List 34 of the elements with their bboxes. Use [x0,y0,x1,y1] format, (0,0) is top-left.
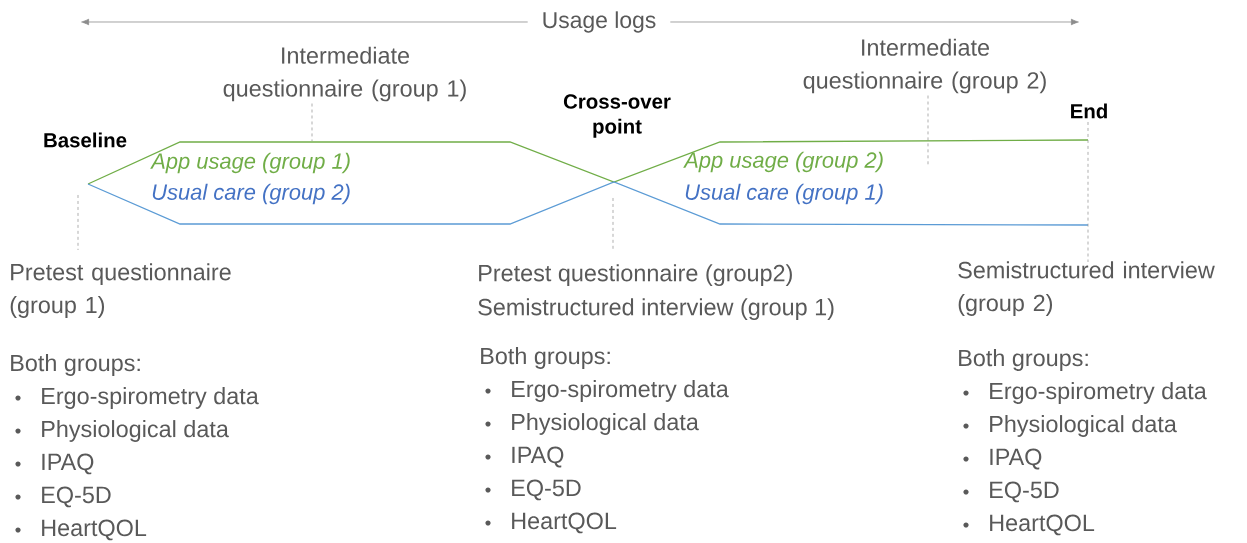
questionnaire-label: Intermediate questionnaire (group 2) [798,36,1052,96]
list-item: Physiological data [485,413,699,435]
measurement-label: Semistructured interview (group 2) [958,261,1215,316]
phase-label: App usage (group 2) [683,151,883,173]
point-label: Cross-over point [563,94,671,138]
phase-label: App usage (group 1) [150,152,350,174]
list-item: EQ-5D [963,481,1059,503]
list-heading: Both groups: [481,347,610,369]
list-item: IPAQ [15,453,94,475]
list-item: Ergo-spirometry data [15,387,259,409]
measurement-label: Pretest questionnaire (group2) [479,264,792,286]
leader-line [311,103,313,142]
list-item: Physiological data [15,420,229,442]
list-heading: Both groups: [11,354,140,376]
list-item: Physiological data [963,415,1177,437]
list-heading: Both groups: [959,349,1088,371]
list-item: IPAQ [485,446,564,468]
list-item: IPAQ [963,448,1042,470]
point-label: Baseline [44,132,127,148]
list-item: Ergo-spirometry data [485,380,729,402]
point-label: End [1071,103,1107,119]
list-item: HeartQOL [963,514,1095,536]
questionnaire-label: Intermediate questionnaire (group 1) [218,44,472,104]
leader-line [927,95,929,166]
phase-label: Usual care (group 2) [152,183,350,205]
list-item: HeartQOL [485,512,617,534]
phase-label: Usual care (group 1) [685,183,883,205]
measurement-label: Semistructured interview (group 1) [478,298,834,320]
list-item: EQ-5D [15,486,111,508]
list-item: HeartQOL [15,519,147,541]
span-label: Usage logs [527,10,671,34]
list-item: EQ-5D [485,479,581,501]
list-item: Ergo-spirometry data [963,382,1207,404]
measurement-label: Pretest questionnaire (group 1) [10,263,231,318]
